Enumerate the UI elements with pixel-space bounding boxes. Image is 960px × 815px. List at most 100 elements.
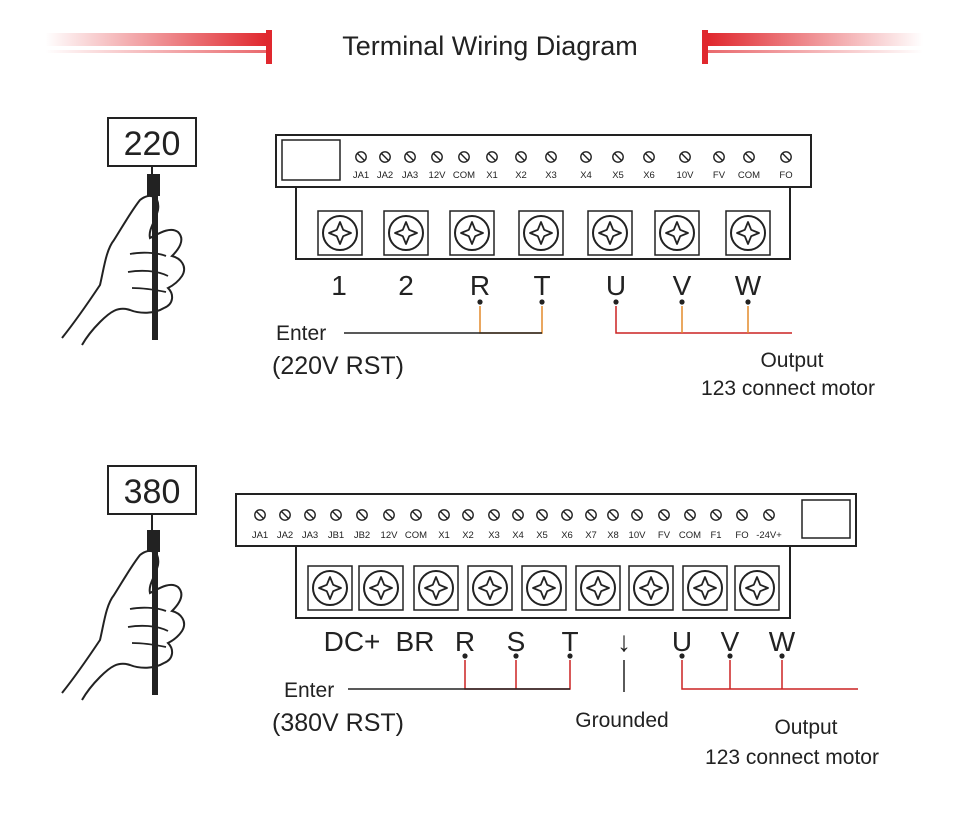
power-terminal-label: V [673,270,692,301]
power-screw-icon [654,210,700,256]
control-terminal-label: X6 [561,530,573,541]
control-terminal-label: X6 [643,170,655,181]
control-screw-icon [658,509,670,521]
power-terminal-label: W [735,270,762,301]
control-screw-icon [763,509,775,521]
plug-head-220 [147,174,160,196]
control-screw-icon [254,509,266,521]
voltage-sign-220-label: 220 [124,125,181,163]
control-screw-icon [515,151,527,163]
control-terminal-label: COM [738,170,760,181]
power-terminal-label: R [455,626,475,657]
control-terminal-label: X2 [462,530,474,541]
control-terminal-label: JB2 [354,530,370,541]
control-screw-icon [580,151,592,163]
control-terminal-label: F1 [710,530,721,541]
power-screw-icon [725,210,771,256]
wiring-220: Enter (220V RST) Output 123 connect moto… [272,306,875,400]
control-terminal-label: FV [713,170,726,181]
power-screw-icon [413,565,459,611]
hand-outline-220 [61,194,186,346]
control-screw-icon [607,509,619,521]
control-terminal-label: X8 [607,530,619,541]
control-terminal-label: X2 [515,170,527,181]
hand-plug-220: 220 [61,117,197,346]
hand-fingers-380 [127,606,169,648]
control-terminal-label: 10V [677,170,695,181]
output-wire-380-u [681,660,858,690]
control-terminal-label: COM [453,170,475,181]
control-terminal-label: FV [658,530,671,541]
power-screw-icon [467,565,513,611]
power-screw-icon [521,565,567,611]
power-terminal-label: BR [396,626,435,657]
voltage-sign-220 [107,117,197,167]
control-screw-icon [545,151,557,163]
input-label-220: Enter [276,322,326,345]
power-terminal-label: V [721,626,740,657]
control-screw-icon [410,509,422,521]
control-terminal-label: X1 [438,530,450,541]
power-screw-icon [587,210,633,256]
control-screw-icon [713,151,725,163]
output-wire-220-u [615,306,792,334]
power-terminal-label: 1 [331,270,347,301]
power-terminal-label: S [507,626,526,657]
control-screw-icon [743,151,755,163]
control-terminal-label: JB1 [328,530,344,541]
terminal-pin [462,653,468,659]
power-terminal-label: DC+ [324,626,381,657]
control-terminal-label: X7 [585,530,597,541]
control-block-cover-220 [281,139,341,181]
output-label-220: Output [760,349,823,372]
power-terminal-label: T [561,626,578,657]
control-screw-icon [679,151,691,163]
input-wire-380-rt [464,660,571,690]
control-screw-icon [355,151,367,163]
control-screw-icon [304,509,316,521]
terminal-pin [679,299,685,305]
power-screw-icon [317,210,363,256]
control-screw-icon [612,151,624,163]
control-terminal-label: JA2 [277,530,293,541]
control-screw-icon [458,151,470,163]
power-terminal-label: R [470,270,490,301]
control-terminal-label: 12V [381,530,399,541]
control-screw-icon [486,151,498,163]
hand-plug-380: 380 [61,465,197,701]
control-terminal-label: X3 [545,170,557,181]
control-terminal-label: X3 [488,530,500,541]
header-bar-left-thin [45,50,267,53]
power-terminal-label: 2 [398,270,414,301]
control-screw-icon [462,509,474,521]
terminal-pin [779,653,785,659]
control-terminal-label: 12V [429,170,447,181]
terminal-pin [679,653,685,659]
control-screw-icon [736,509,748,521]
ground-label-380: Grounded [575,709,668,732]
power-screw-icon [449,210,495,256]
control-screw-icon [383,509,395,521]
control-terminal-label: X5 [536,530,548,541]
control-terminal-label: COM [405,530,427,541]
power-screw-icon [358,565,404,611]
control-screw-icon [431,151,443,163]
control-terminal-label: 10V [629,530,647,541]
output-sub-220: 123 connect motor [701,377,875,400]
header-bar-right-thin [708,50,923,53]
hand-outline-380 [61,549,186,701]
header-bar-right [708,33,923,46]
control-terminal-label: X5 [612,170,624,181]
power-terminal-label: U [606,270,626,301]
control-screw-icon [561,509,573,521]
power-screw-icon [575,565,621,611]
terminal-pin [567,653,573,659]
input-label-380: Enter [284,679,334,702]
control-terminal-label: X4 [580,170,592,181]
power-terminal-label: U [672,626,692,657]
control-block-cover-380 [801,499,851,539]
